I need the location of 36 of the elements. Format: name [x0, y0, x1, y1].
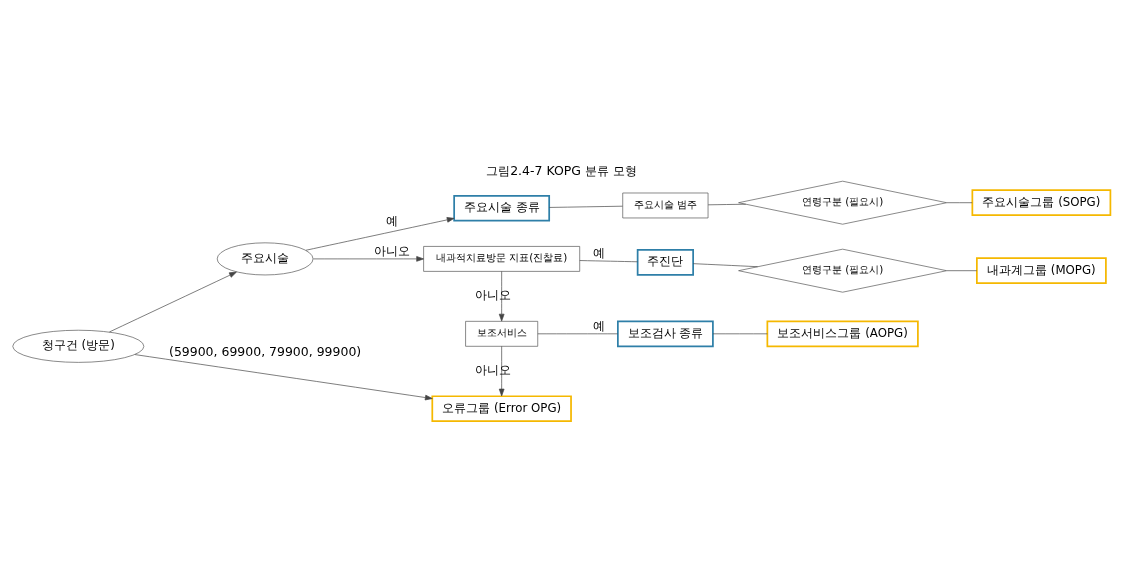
node-box: 주요시술그룹 (SOPG) [971, 188, 1112, 216]
node-box: 보조서비스 [465, 320, 539, 347]
arrow [109, 271, 237, 332]
connector [946, 201, 973, 203]
node-box: 오류그룹 (Error OPG) [431, 394, 572, 422]
connector [712, 332, 768, 334]
node-ellipse: 청구건 (방문) [12, 329, 145, 363]
node-box: 보조서비스그룹 (AOPG) [766, 319, 919, 347]
arrow [498, 270, 505, 321]
connector [692, 262, 758, 267]
edge-label: 예 [592, 244, 605, 260]
edge-label: 아니오 [474, 286, 511, 302]
connector [946, 269, 978, 271]
edge-label: 아니오 [374, 242, 411, 258]
node-diamond: 연령구분 (필요시) [738, 248, 948, 293]
arrow [498, 345, 505, 396]
node-box: 주진단 [636, 248, 694, 276]
node-box: 보조검사 종류 [617, 319, 714, 347]
node-diamond: 연령구분 (필요시) [738, 180, 948, 225]
node-box: 주요시술 종류 [453, 194, 551, 222]
diagram-title: 그림2.4-7 KOPG 분류 모형 [486, 162, 637, 178]
connector [537, 332, 618, 334]
arrow [313, 255, 424, 262]
node-box: 주요시술 범주 [622, 192, 709, 218]
connector [707, 203, 747, 205]
connector [548, 205, 623, 208]
arrow [305, 216, 455, 251]
node-ellipse: 주요시술 [216, 241, 314, 275]
node-box: 내과계그룹 (MOPG) [976, 256, 1107, 284]
edge-label: 아니오 [474, 361, 511, 377]
edge-label: 예 [386, 212, 399, 228]
arrow [134, 353, 433, 400]
connector [579, 259, 638, 262]
edge-label: 예 [592, 317, 605, 333]
node-box: 내과적치료방문 지표(진찰료) [423, 245, 581, 272]
edge-label: (59900, 69900, 79900, 99900) [169, 343, 362, 359]
